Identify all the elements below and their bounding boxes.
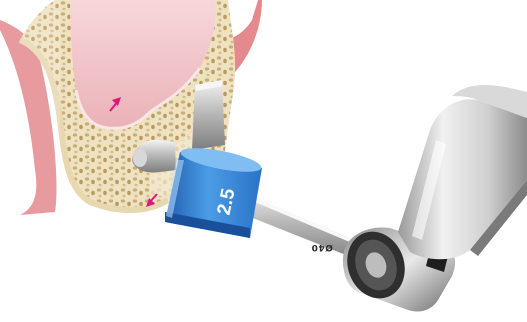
guide-sleeve	[192, 80, 225, 150]
handpiece-body	[398, 85, 527, 259]
edge-fade	[0, 0, 60, 322]
shaft-diameter-label: Ø40	[311, 242, 333, 253]
depth-stopper: 2.5	[165, 143, 263, 238]
